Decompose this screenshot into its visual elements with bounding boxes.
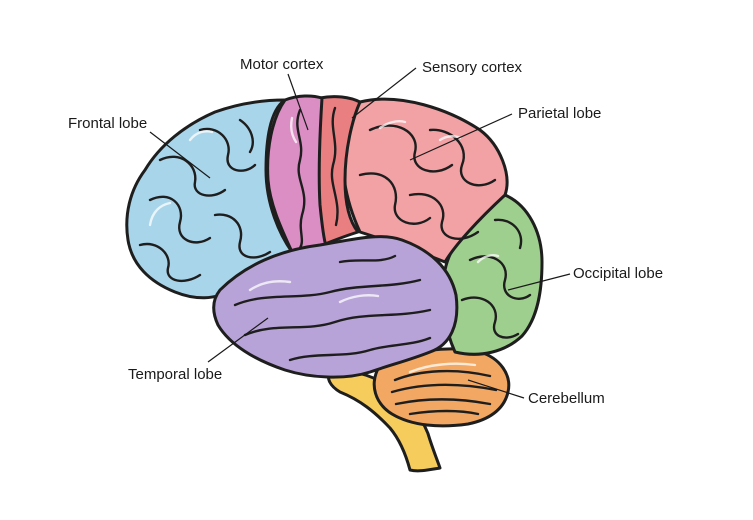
temporal-lobe-label: Temporal lobe (128, 366, 222, 383)
temporal-lobe-leader (207, 317, 269, 363)
occipital-lobe-leader (507, 273, 571, 291)
temporal-gyri (233, 254, 432, 362)
parietal-gyri (358, 120, 497, 240)
cerebellum-leader (467, 379, 525, 399)
frontal-lobe-label: Frontal lobe (68, 115, 147, 132)
parietal-lobe-leader (409, 113, 513, 161)
parietal-lobe-label: Parietal lobe (518, 105, 601, 122)
occipital-lobe-label: Occipital lobe (573, 265, 663, 282)
sensory-cortex-leader (351, 67, 417, 119)
sensory-gyri (330, 106, 339, 227)
cerebellum-label: Cerebellum (528, 390, 605, 407)
frontal-gyri (138, 118, 272, 283)
motor-cortex-leader (287, 73, 309, 131)
temporal-region (212, 235, 459, 379)
cerebellum-folds (390, 362, 498, 416)
sensory-cortex-label: Sensory cortex (422, 59, 523, 76)
occipital-gyri (460, 218, 532, 339)
motor-cortex-label: Motor cortex (240, 56, 324, 73)
motor-gyri (290, 108, 306, 250)
frontal-lobe-leader (149, 131, 211, 179)
